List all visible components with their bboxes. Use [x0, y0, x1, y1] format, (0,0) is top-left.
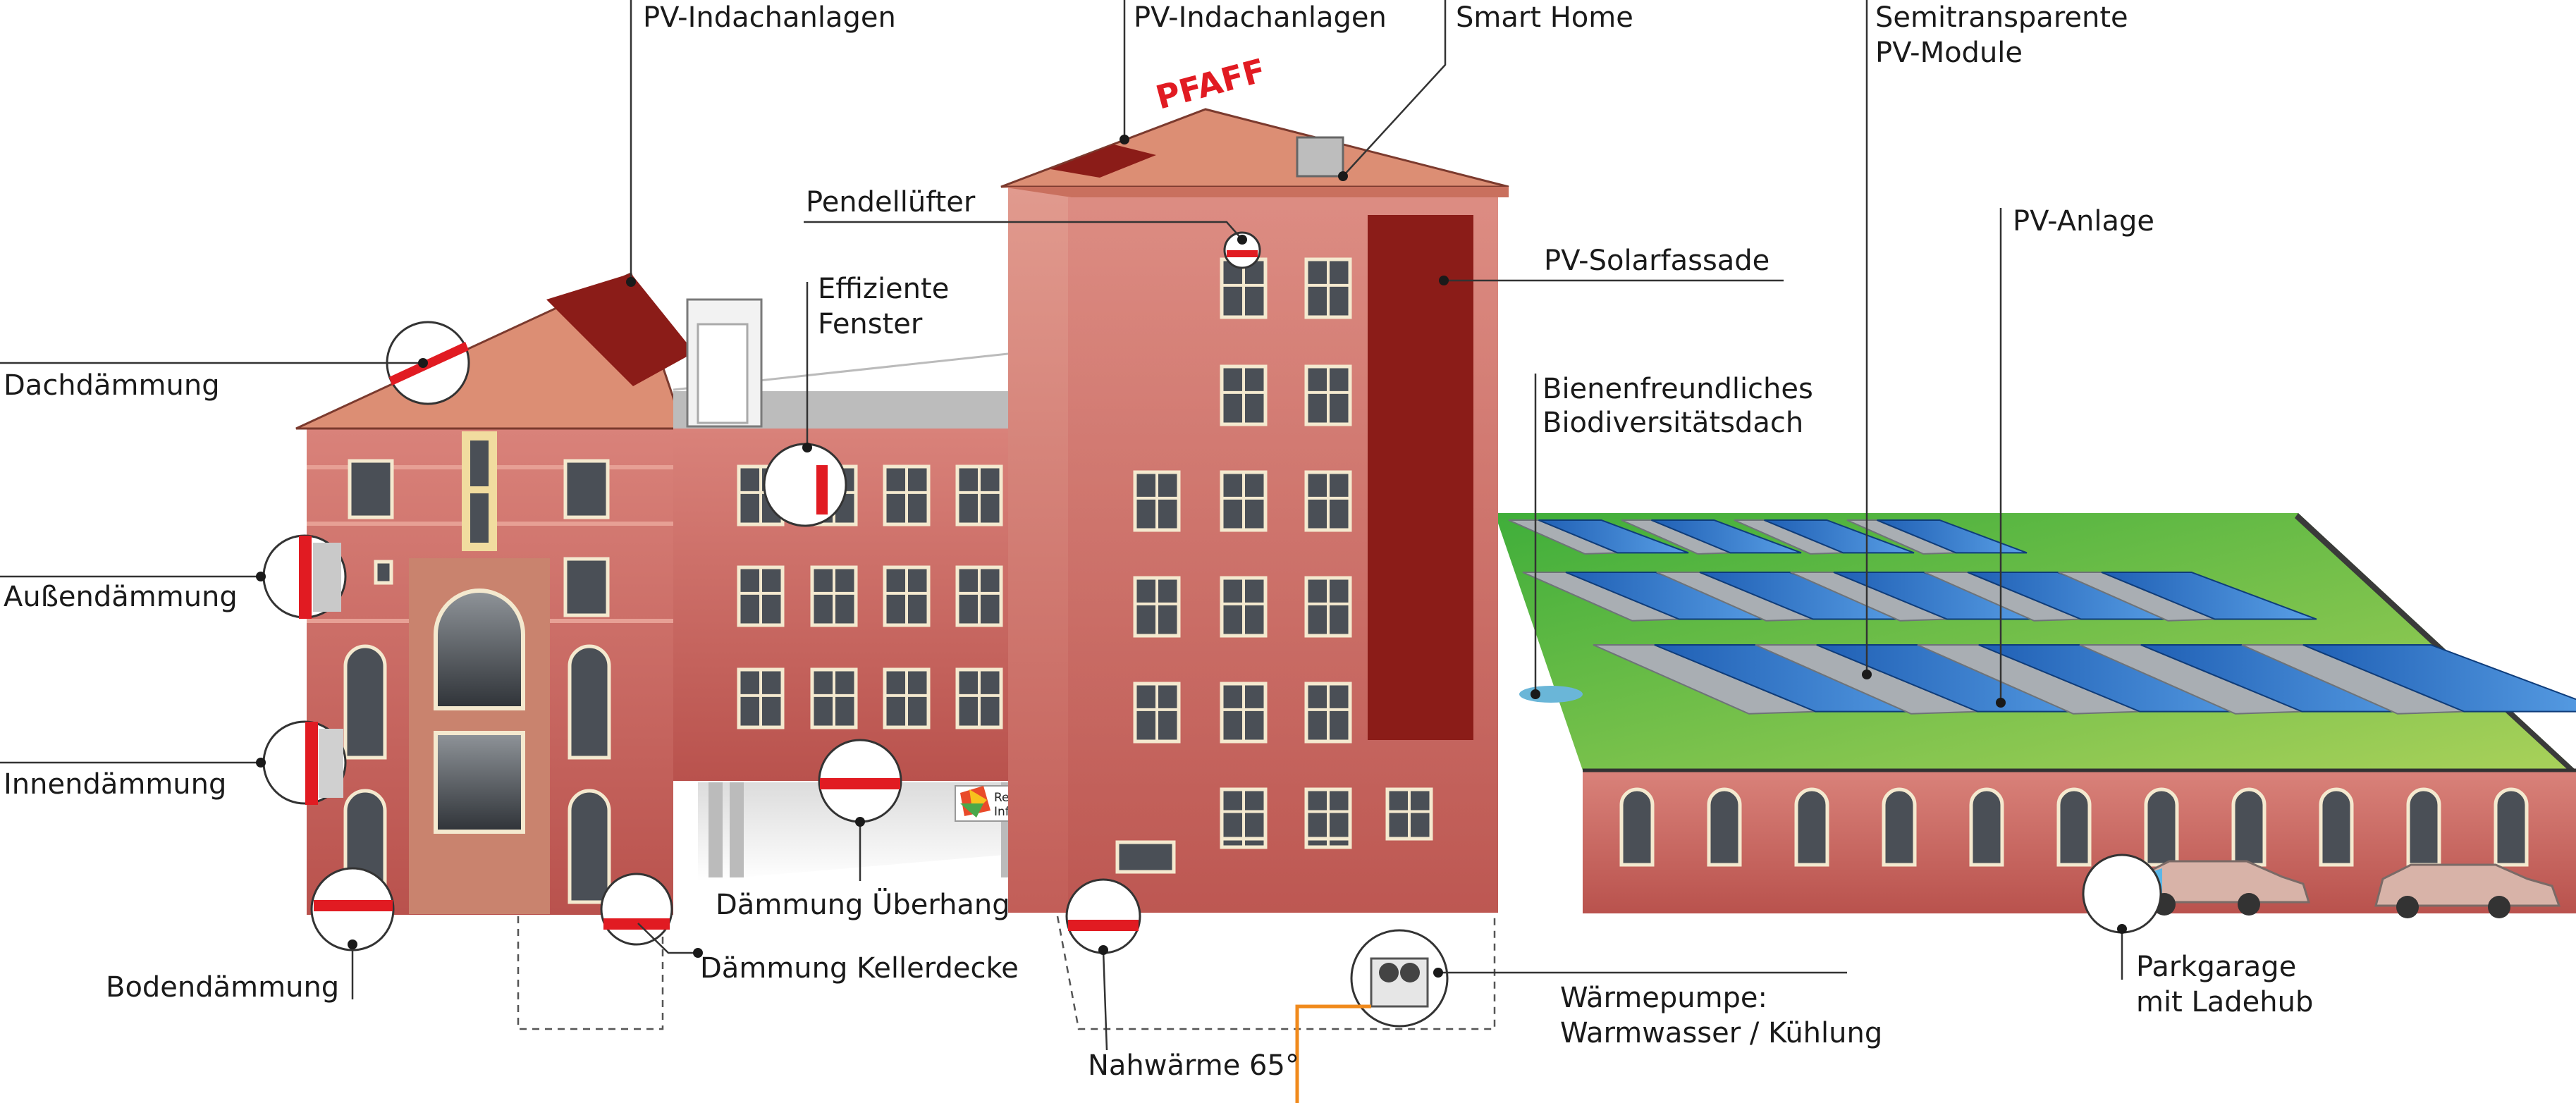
label-biodiversitaetsdach: Biodiversitätsdach	[1542, 407, 1803, 439]
window	[1619, 787, 1655, 867]
label-smart-home: Smart Home	[1456, 1, 1633, 34]
label-bodendaemmung: Bodendämmung	[106, 971, 339, 1004]
label-pv-solarfassade: PV-Solarfassade	[1544, 245, 1770, 277]
label-fenster: Fenster	[818, 308, 923, 340]
pv-indach-left-panel	[546, 273, 694, 386]
label-innendaemmung: Innendämmung	[4, 768, 226, 801]
long-hall	[1495, 513, 2576, 913]
tower-building: PFAFF	[1000, 51, 1509, 913]
window	[2144, 787, 2179, 867]
label-aussendaemmung: Außendämmung	[4, 581, 238, 613]
solar-panel	[2101, 572, 2317, 620]
label-pv-indachanlagen-left: PV-Indachanlagen	[643, 1, 896, 34]
left-building	[295, 271, 694, 915]
window	[2231, 787, 2267, 867]
label-mit-ladehub: mit Ladehub	[2136, 986, 2313, 1018]
label-pv-indachanlagen-tower: PV-Indachanlagen	[1134, 1, 1387, 34]
label-waermepumpe: Wärmepumpe:	[1560, 982, 1767, 1014]
solar-panel	[1764, 519, 1915, 554]
label-daemmung-ueberhang: Dämmung Überhang	[716, 887, 1010, 921]
solar-panel	[1877, 519, 2028, 554]
window	[1707, 787, 1742, 867]
pfaff-logo: PFAFF	[1152, 51, 1270, 116]
solar-panel-rows	[1508, 519, 2576, 715]
solar-panel	[2302, 644, 2576, 713]
label-bienenfreundliches: Bienenfreundliches	[1542, 373, 1813, 405]
window	[2319, 787, 2354, 867]
pv-solarfassade-panel	[1368, 215, 1473, 740]
label-warmwasser-kuehlung: Warmwasser / Kühlung	[1560, 1017, 1882, 1049]
basement-outline	[517, 782, 1496, 1030]
solar-panel	[1651, 519, 1802, 554]
label-dachdaemmung: Dachdämmung	[4, 369, 220, 402]
window	[2406, 787, 2441, 867]
label-effiziente: Effiziente	[818, 273, 949, 305]
labels: PV-Indachanlagen PV-Indachanlagen Smart …	[4, 1, 2313, 1082]
car-right	[2374, 863, 2561, 918]
window	[2494, 787, 2529, 867]
label-pv-module: PV-Module	[1875, 37, 2023, 69]
pv-indach-tower-panel	[1050, 144, 1156, 178]
district-heating-pipe	[1295, 1004, 1371, 1103]
window	[2056, 787, 2092, 867]
label-parkgarage: Parkgarage	[2136, 951, 2296, 983]
label-pv-anlage: PV-Anlage	[2013, 205, 2154, 238]
label-daemmung-kellerdecke: Dämmung Kellerdecke	[700, 952, 1019, 985]
window	[1882, 787, 1917, 867]
window	[1794, 787, 1829, 867]
middle-window-grid	[737, 464, 1003, 729]
label-nahwaerme: Nahwärme 65°	[1088, 1049, 1299, 1082]
tower-window-grid	[1133, 257, 1433, 849]
leader-lines	[0, 0, 2127, 1051]
label-semitransparente: Semitransparente	[1875, 1, 2128, 34]
label-pendelluefter: Pendellüfter	[806, 186, 976, 218]
window	[1969, 787, 2004, 867]
hall-window-row	[1619, 787, 2529, 867]
solar-panel	[1538, 519, 1689, 554]
